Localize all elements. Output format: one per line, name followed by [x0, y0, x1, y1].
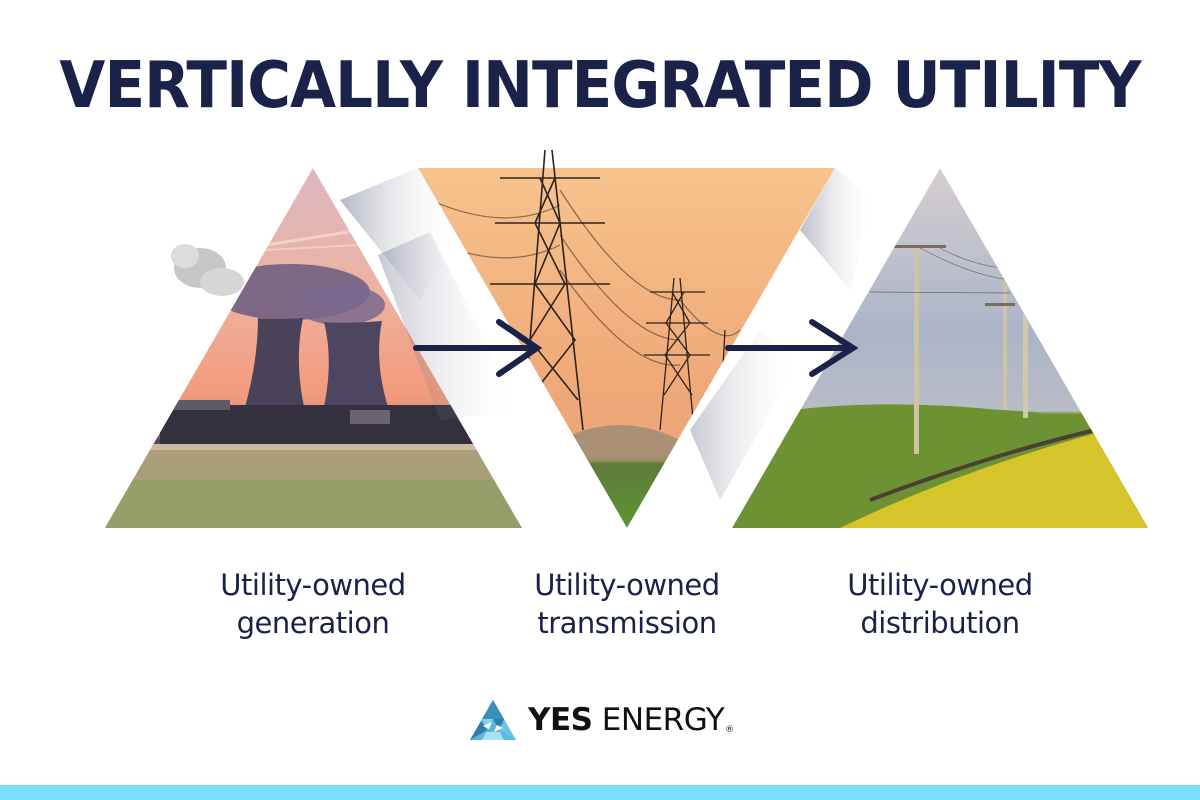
stage-label-distribution: Utility-owned distribution [790, 566, 1090, 642]
triangle-logo-icon [470, 700, 516, 740]
logo-wordmark-regular: ENERGY [592, 702, 725, 738]
logo-wordmark: YES ENERGY® [528, 702, 734, 738]
arrow-transmission-to-distribution [725, 319, 859, 377]
stage-label-transmission: Utility-owned transmission [477, 566, 777, 642]
steam-cloud-decor [171, 244, 244, 296]
registered-mark: ® [725, 725, 734, 735]
stage-label-generation: Utility-owned generation [163, 566, 463, 642]
stage-label-line2: transmission [537, 606, 717, 640]
stage-label-line1: Utility-owned [847, 568, 1033, 602]
logo-wordmark-bold: YES [528, 702, 593, 738]
stage-label-line2: distribution [860, 606, 1020, 640]
arrow-generation-to-transmission [413, 319, 543, 377]
page-title: VERTICALLY INTEGRATED UTILITY [59, 49, 1141, 123]
stage-label-line1: Utility-owned [220, 568, 406, 602]
stage-label-line1: Utility-owned [534, 568, 720, 602]
yes-energy-logo: YES ENERGY® [468, 697, 734, 743]
stage-label-line2: generation [236, 606, 390, 640]
footer-accent-bar [0, 785, 1200, 800]
